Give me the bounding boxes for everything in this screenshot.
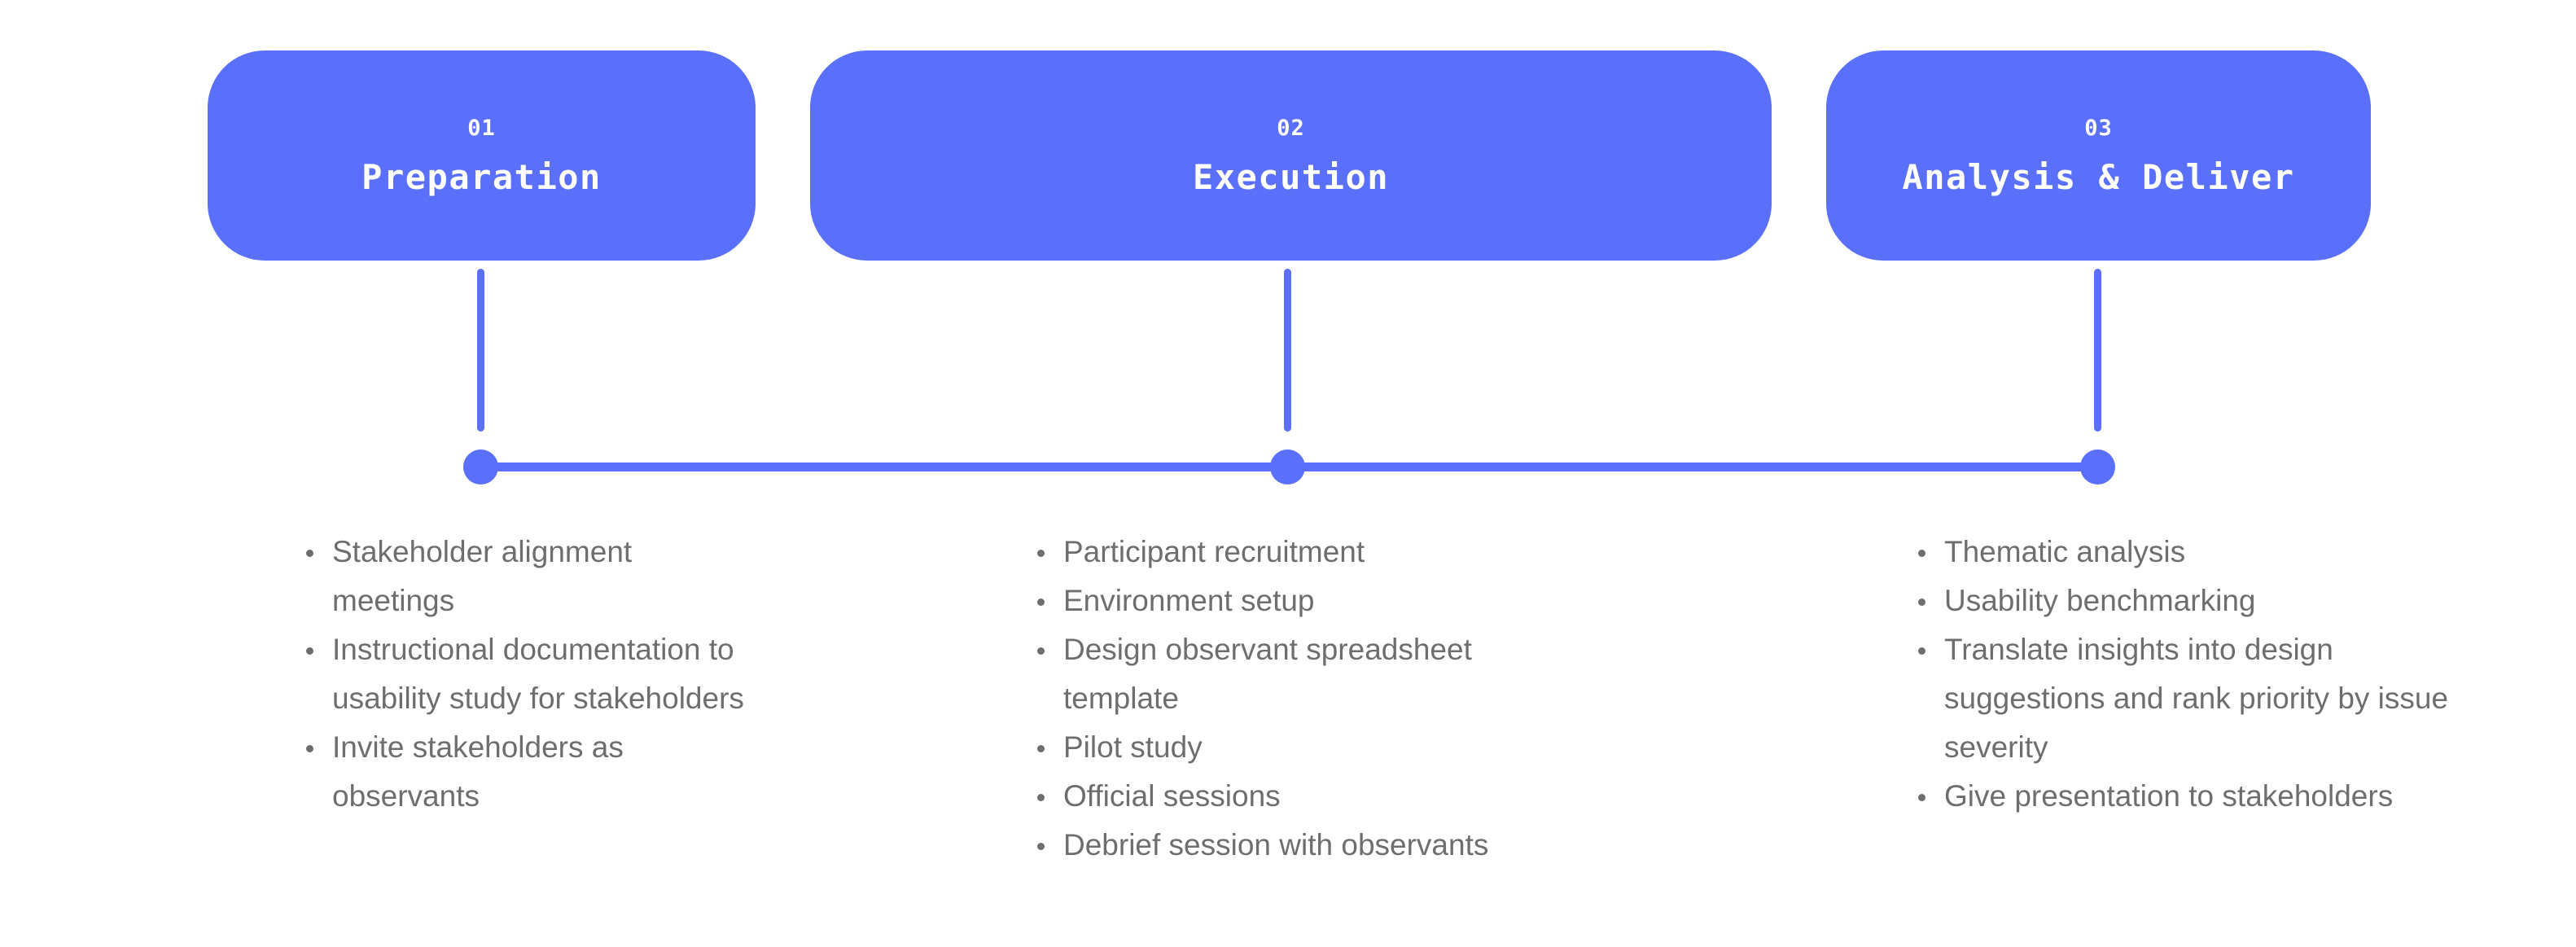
phase-card-execution[interactable]: 02 Execution xyxy=(810,50,1772,261)
timeline-node-dot-3[interactable] xyxy=(2080,449,2115,484)
task-list: Participant recruitment Environment setu… xyxy=(1024,528,1594,870)
phase-number: 01 xyxy=(467,115,496,141)
task-list: Stakeholder alignment meetings Instructi… xyxy=(293,528,749,821)
list-item: Design observant spreadsheet template xyxy=(1024,625,1594,723)
phase-card-preparation[interactable]: 01 Preparation xyxy=(208,50,756,261)
task-column-execution: Participant recruitment Environment setu… xyxy=(1024,528,1594,870)
list-item: Translate insights into design suggestio… xyxy=(1905,625,2459,772)
list-item: Give presentation to stakeholders xyxy=(1905,772,2459,821)
timeline-node-dot-1[interactable] xyxy=(463,449,498,484)
list-item: Pilot study xyxy=(1024,723,1594,772)
task-column-analysis-deliver: Thematic analysis Usability benchmarking… xyxy=(1905,528,2459,821)
phase-title: Analysis & Deliver xyxy=(1902,156,2295,197)
timeline-node-dot-2[interactable] xyxy=(1270,449,1305,484)
connector-stem-phase-3 xyxy=(2094,269,2101,432)
list-item: Participant recruitment xyxy=(1024,528,1594,577)
phase-number: 02 xyxy=(1277,115,1305,141)
list-item: Instructional documentation to usability… xyxy=(293,625,749,723)
phase-title: Preparation xyxy=(361,156,602,197)
list-item: Environment setup xyxy=(1024,577,1594,625)
list-item: Usability benchmarking xyxy=(1905,577,2459,625)
list-item: Official sessions xyxy=(1024,772,1594,821)
list-item: Debrief session with observants xyxy=(1024,821,1594,870)
task-column-preparation: Stakeholder alignment meetings Instructi… xyxy=(293,528,749,821)
list-item: Invite stakeholders as observants xyxy=(293,723,749,821)
connector-stem-phase-1 xyxy=(477,269,484,432)
connector-stem-phase-2 xyxy=(1284,269,1291,432)
list-item: Thematic analysis xyxy=(1905,528,2459,577)
task-list: Thematic analysis Usability benchmarking… xyxy=(1905,528,2459,821)
phase-title: Execution xyxy=(1192,156,1390,197)
phase-card-analysis-deliver[interactable]: 03 Analysis & Deliver xyxy=(1826,50,2371,261)
list-item: Stakeholder alignment meetings xyxy=(293,528,749,625)
phase-number: 03 xyxy=(2084,115,2113,141)
